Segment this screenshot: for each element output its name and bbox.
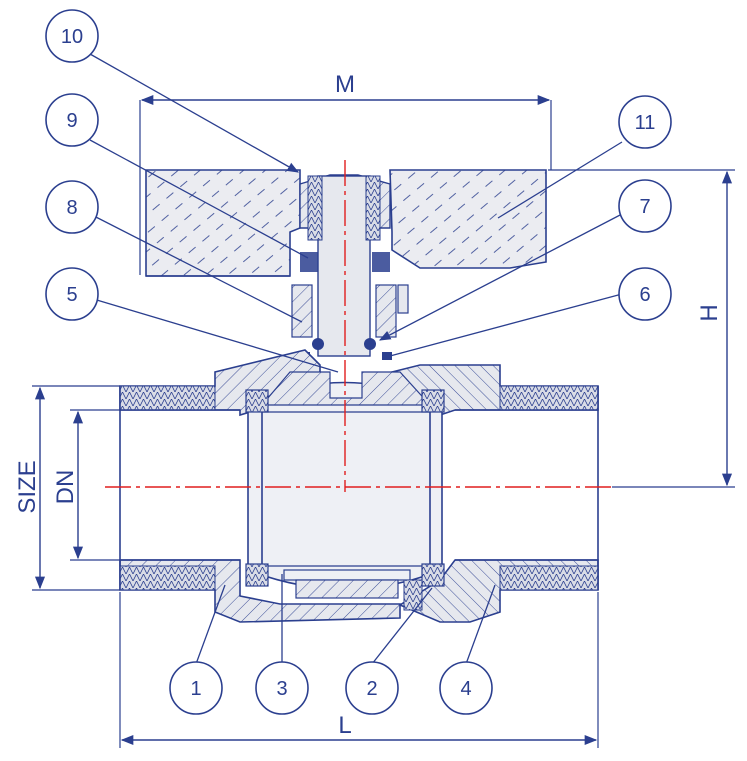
stem (291, 175, 409, 360)
centerlines (105, 160, 612, 492)
dimension-m-label: M (335, 71, 355, 98)
dimension-size-label: SIZE (14, 460, 41, 513)
dimension-l-label: L (338, 712, 351, 739)
dimension-size: SIZE (14, 385, 120, 591)
balloon-4: 4 (439, 661, 493, 715)
dimension-h: H (548, 169, 735, 488)
dimension-h-label: H (696, 304, 723, 321)
balloon-11: 11 (618, 95, 672, 149)
svg-text:11: 11 (635, 112, 656, 134)
svg-text:8: 8 (66, 197, 77, 219)
balloon-6: 6 (618, 267, 672, 321)
dimension-l: L (119, 592, 599, 748)
svg-text:3: 3 (276, 678, 287, 700)
svg-text:9: 9 (66, 110, 77, 132)
balloon-3: 3 (255, 661, 309, 715)
dimension-dn: DN (52, 409, 120, 561)
svg-text:4: 4 (460, 678, 471, 700)
dimension-dn-label: DN (52, 470, 79, 505)
balloon-7: 7 (618, 179, 672, 233)
bore (119, 386, 599, 590)
seats (245, 389, 445, 611)
balloon-9: 9 (45, 93, 99, 147)
svg-text:1: 1 (190, 678, 201, 700)
balloon-2: 2 (345, 661, 399, 715)
balloon-1: 1 (169, 661, 223, 715)
balloon-8: 8 (45, 180, 99, 234)
svg-text:5: 5 (66, 284, 77, 306)
balloon-5: 5 (45, 267, 99, 321)
svg-text:2: 2 (366, 678, 377, 700)
svg-text:7: 7 (639, 196, 650, 218)
dimension-m: M (139, 71, 552, 275)
part-balloons: 10 9 8 5 11 7 6 1 (45, 9, 672, 715)
balloon-10: 10 (45, 9, 99, 63)
leader-lines (89, 53, 623, 665)
svg-text:6: 6 (639, 284, 650, 306)
svg-text:10: 10 (61, 26, 83, 48)
